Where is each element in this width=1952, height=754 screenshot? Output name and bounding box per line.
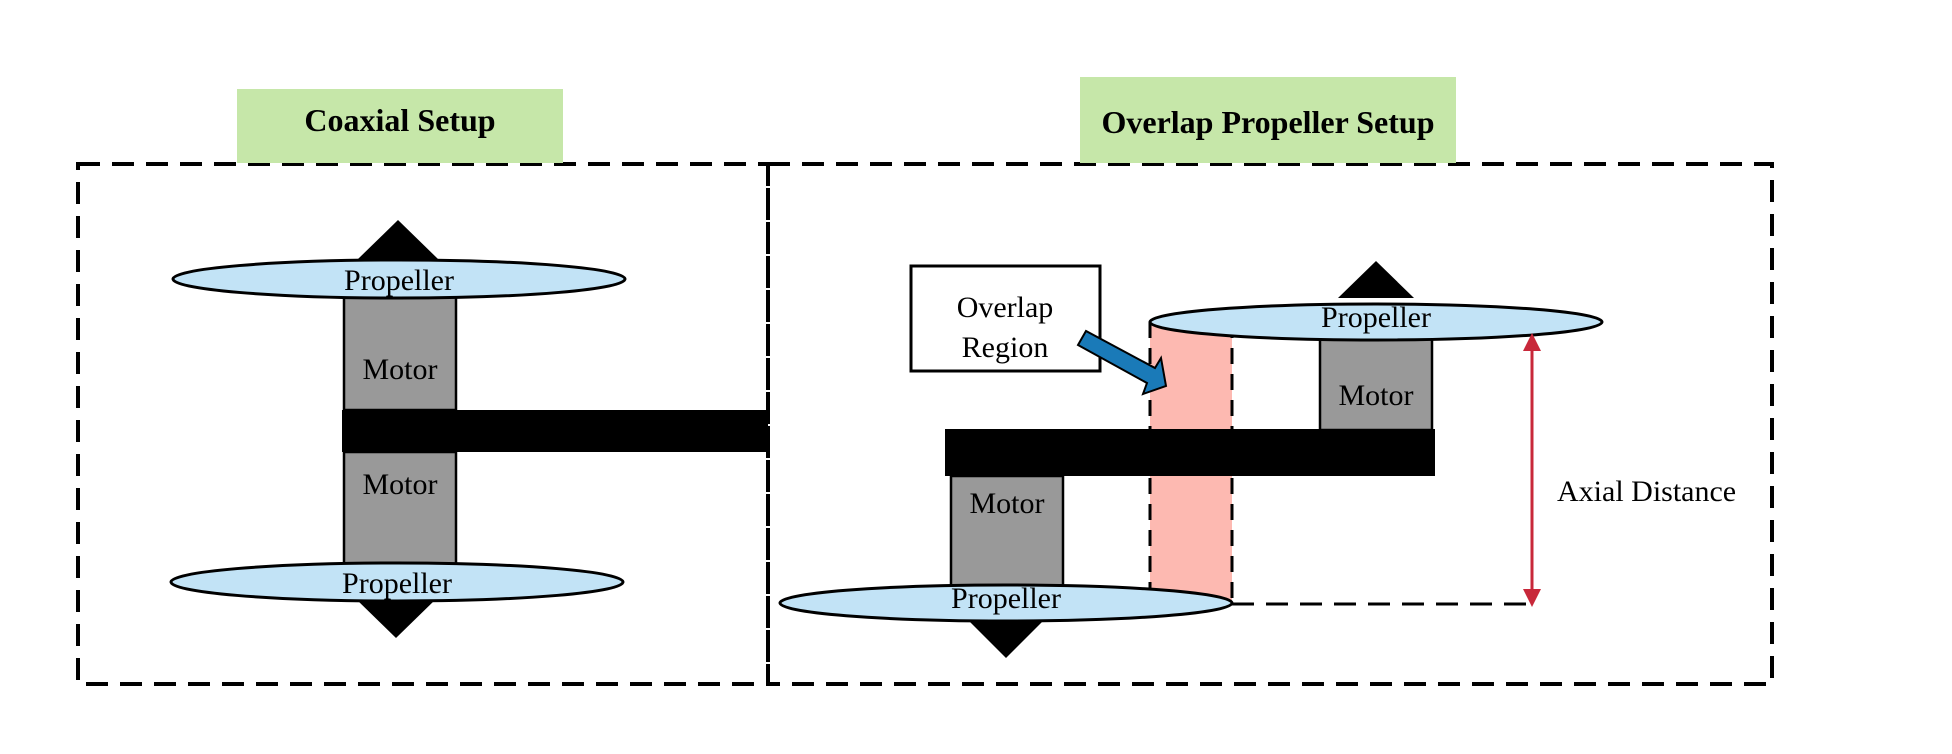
overlap-callout-line1: Overlap (957, 291, 1054, 324)
coaxial-bottom-motor (342, 450, 458, 574)
coaxial-top-thrust-arrow (358, 220, 438, 259)
coaxial-top-motor (342, 278, 458, 412)
coaxial-arm (342, 410, 768, 452)
upper-motor (1318, 328, 1434, 432)
coaxial-title: Coaxial Setup (304, 102, 495, 138)
axial-distance-label: Axial Distance (1557, 475, 1736, 508)
coaxial-top-motor-label: Motor (363, 353, 438, 386)
upper-thrust-arrow (1338, 261, 1414, 298)
coaxial-bottom-propeller-label: Propeller (342, 567, 452, 600)
overlap-callout-line2: Region (962, 331, 1049, 364)
coaxial-top-propeller-label: Propeller (344, 264, 454, 297)
coaxial-top-propeller (171, 258, 627, 300)
coaxial-bottom-motor-label: Motor (363, 468, 438, 501)
lower-propeller-label: Propeller (951, 582, 1061, 615)
overlap-arm (945, 429, 1435, 476)
lower-motor (949, 474, 1065, 588)
coaxial-bottom-propeller (169, 561, 625, 603)
coaxial-bottom-thrust-arrow (356, 599, 436, 638)
callout-arrow (1076, 329, 1168, 396)
lower-propeller (778, 583, 1234, 623)
coaxial-title-box: Coaxial Setup (237, 89, 563, 163)
lower-motor-label: Motor (970, 487, 1045, 520)
lower-thrust-arrow (968, 620, 1044, 658)
overlap-assembly: Motor Motor Propeller Propeller Overlap … (778, 261, 1736, 658)
upper-propeller (1148, 302, 1604, 342)
overlap-title-box: Overlap Propeller Setup (1080, 77, 1456, 163)
coaxial-frame (76, 162, 770, 686)
coaxial-assembly: Motor Motor Propeller Propeller (169, 220, 768, 638)
overlap-callout-box (909, 264, 1102, 373)
upper-propeller-label: Propeller (1321, 301, 1431, 334)
overlap-title: Overlap Propeller Setup (1101, 104, 1434, 140)
upper-motor-label: Motor (1339, 379, 1414, 412)
